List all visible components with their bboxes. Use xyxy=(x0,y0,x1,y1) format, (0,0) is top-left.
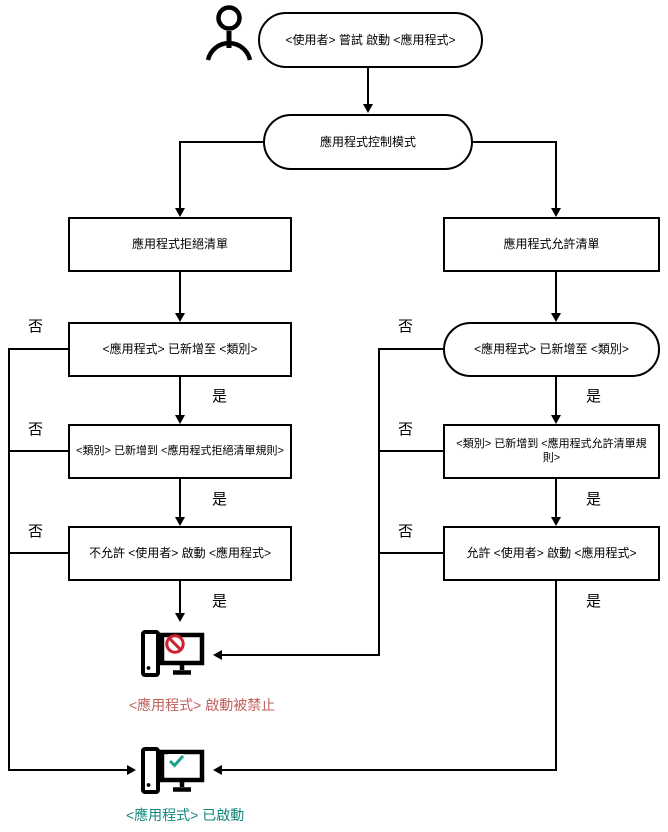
arrowhead-down xyxy=(175,415,185,424)
connector-line xyxy=(179,141,263,143)
connector-line xyxy=(555,581,557,771)
computer-blocked-icon xyxy=(139,629,205,679)
connector-line xyxy=(8,348,68,350)
user-actor-icon xyxy=(203,4,255,64)
blocked-result-label: <應用程式> 啟動被禁止 xyxy=(129,697,276,713)
connector-line xyxy=(555,141,557,209)
connector-line xyxy=(179,581,181,615)
arrowhead-down xyxy=(175,517,185,526)
connector-line xyxy=(473,141,557,143)
branch-label-yes: 是 xyxy=(212,491,228,508)
connector-line xyxy=(555,272,557,314)
connector-line xyxy=(378,348,380,656)
node-deny-app-added-to-category: <應用程式> 已新增至 <類別> xyxy=(68,322,292,377)
connector-line xyxy=(222,654,380,656)
node-control-mode: 應用程式控制模式 xyxy=(263,114,473,170)
arrowhead-down xyxy=(175,313,185,322)
connector-line xyxy=(8,348,10,771)
connector-line xyxy=(378,450,443,452)
connector-line xyxy=(179,272,181,314)
branch-label-no: 否 xyxy=(398,421,414,438)
node-start: <使用者> 嘗試 啟動 <應用程式> xyxy=(258,12,483,68)
branch-label-yes: 是 xyxy=(212,388,228,405)
arrowhead-down xyxy=(551,208,561,217)
connector-line xyxy=(8,769,128,771)
connector-line xyxy=(367,68,369,105)
branch-label-yes: 是 xyxy=(586,491,602,508)
arrowhead-left xyxy=(213,650,222,660)
connector-line xyxy=(555,377,557,417)
node-allow-user-allowed: 允許 <使用者> 啟動 <應用程式> xyxy=(443,526,660,581)
connector-line xyxy=(378,348,443,350)
node-deny-category-added-to-rule: <類別> 已新增到 <應用程式拒絕清單規則> xyxy=(68,424,292,479)
arrowhead-down xyxy=(551,415,561,424)
branch-label-yes: 是 xyxy=(212,593,228,610)
branch-label-yes: 是 xyxy=(586,388,602,405)
arrowhead-down xyxy=(175,208,185,217)
branch-label-no: 否 xyxy=(398,318,414,335)
branch-label-no: 否 xyxy=(28,318,44,335)
connector-line xyxy=(8,450,68,452)
connector-line xyxy=(8,552,68,554)
connector-line xyxy=(222,769,557,771)
arrowhead-down xyxy=(175,613,185,622)
computer-started-icon xyxy=(139,746,205,796)
node-denylist: 應用程式拒絕清單 xyxy=(68,217,292,272)
arrowhead-down xyxy=(551,313,561,322)
node-allowlist: 應用程式允許清單 xyxy=(443,217,660,272)
branch-label-yes: 是 xyxy=(586,593,602,610)
connector-line xyxy=(378,552,443,554)
branch-label-no: 否 xyxy=(28,523,44,540)
connector-line xyxy=(179,141,181,209)
branch-label-no: 否 xyxy=(28,421,44,438)
branch-label-no: 否 xyxy=(398,523,414,540)
arrowhead-down xyxy=(363,104,373,113)
node-allow-category-added-to-rule: <類別> 已新增到 <應用程式允許清單規則> xyxy=(443,424,660,479)
connector-line xyxy=(179,377,181,417)
node-allow-app-added-to-category: <應用程式> 已新增至 <類別> xyxy=(443,322,660,377)
connector-line xyxy=(555,479,557,519)
arrowhead-left xyxy=(213,765,222,775)
node-deny-user-not-allowed: 不允許 <使用者> 啟動 <應用程式> xyxy=(68,526,292,581)
connector-line xyxy=(179,479,181,519)
started-result-label: <應用程式> 已啟動 xyxy=(126,807,245,823)
arrowhead-right xyxy=(127,765,136,775)
arrowhead-down xyxy=(551,517,561,526)
